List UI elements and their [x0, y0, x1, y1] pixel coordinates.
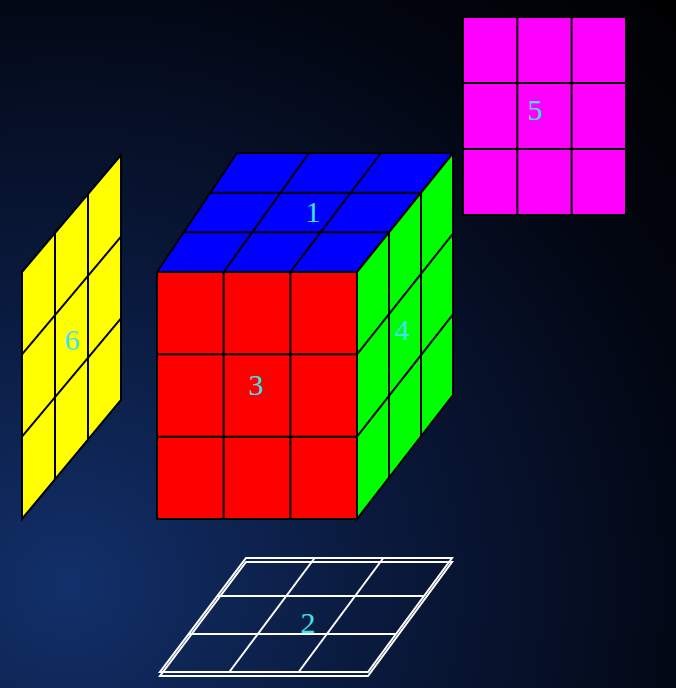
grid-line: [184, 231, 389, 233]
grid-line: [229, 558, 314, 672]
face-number: 1: [306, 197, 321, 227]
grid-line: [224, 153, 309, 272]
face-outline: [463, 17, 626, 215]
grid-line: [54, 233, 56, 479]
grid-line: [290, 153, 381, 272]
face-fill: [357, 153, 453, 519]
face-fill: [463, 17, 626, 215]
grid-line: [217, 595, 424, 597]
face-number: 4: [395, 315, 410, 345]
grid-line: [299, 558, 384, 672]
face-number: 3: [249, 370, 264, 400]
face-number: 5: [528, 95, 543, 125]
grid-line: [420, 193, 422, 437]
back-face: 5: [463, 17, 626, 215]
bottom-face: 2: [160, 558, 452, 672]
grid-line: [516, 17, 518, 215]
grid-line: [87, 194, 89, 440]
grid-line: [22, 318, 121, 436]
grid-line: [463, 82, 626, 84]
face-number: 2: [301, 608, 316, 638]
grid-line: [210, 192, 421, 194]
face-fill: [160, 558, 452, 672]
right-face: 4: [357, 153, 453, 519]
grid-line: [463, 148, 626, 150]
grid-line: [289, 272, 291, 519]
grid-line: [157, 436, 357, 438]
grid-line: [388, 232, 390, 477]
face-fill: [157, 272, 357, 519]
grid-line: [157, 353, 357, 355]
grid-line: [189, 633, 396, 635]
grid-line: [357, 234, 453, 355]
front-face: 3: [157, 272, 357, 519]
grid-line: [223, 272, 225, 519]
grid-line: [571, 17, 573, 215]
face-number: 6: [65, 325, 80, 355]
grid-line: [357, 314, 453, 436]
left-face: 6: [22, 155, 122, 519]
face-fill: [22, 155, 121, 519]
